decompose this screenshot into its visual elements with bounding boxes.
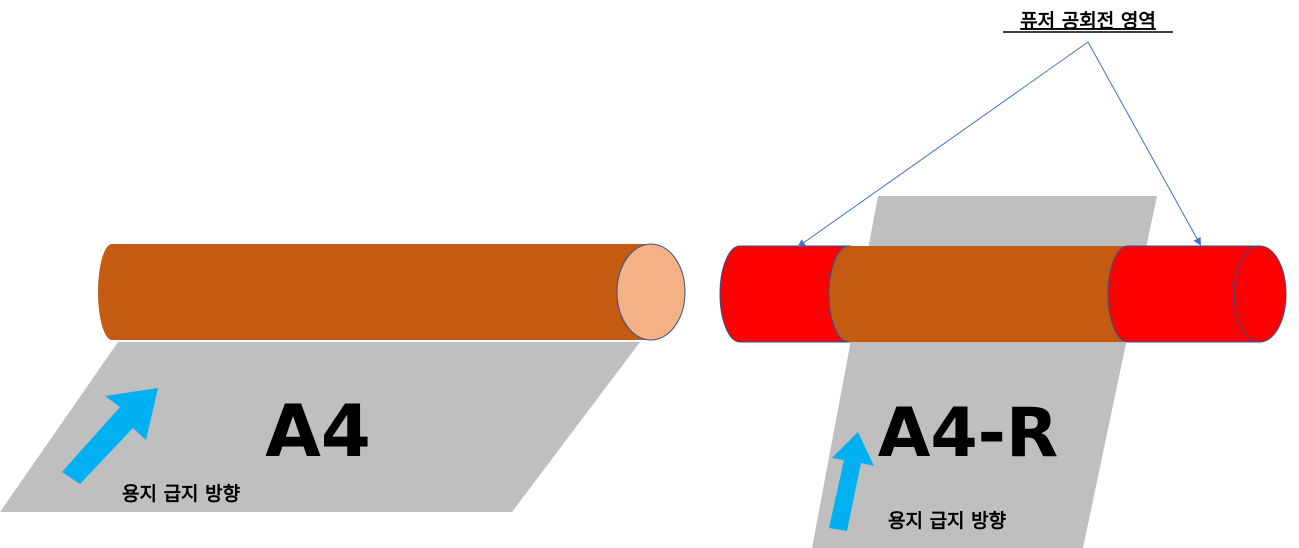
- a4-feed-direction-arrow: [62, 388, 158, 484]
- a4-roller-end-cap: [616, 243, 686, 341]
- a4r-right-idle-zone-end-cap: [1233, 245, 1287, 343]
- callout-label: 퓨저 공회전 영역: [1020, 10, 1156, 32]
- a4r-feed-direction-arrow: [829, 432, 874, 531]
- right-diagram: A4-R 용지 급지 방향 퓨저 공회전 영역: [719, 10, 1287, 548]
- a4-paper-sheet: [0, 342, 640, 512]
- a4r-paper-label: A4-R: [878, 394, 1059, 473]
- left-diagram: A4 용지 급지 방향: [0, 243, 686, 512]
- callout-line-right: [1087, 41, 1201, 246]
- a4r-feed-label: 용지 급지 방향: [888, 510, 1007, 532]
- a4r-left-idle-zone: [719, 245, 850, 343]
- callout-line-left: [797, 41, 1089, 248]
- a4r-roller-body-left-edge: [828, 245, 850, 343]
- a4-feed-label: 용지 급지 방향: [122, 483, 241, 505]
- a4r-right-idle-zone: [1107, 245, 1261, 343]
- a4-paper-label: A4: [265, 389, 371, 473]
- a4-roller-body: [98, 244, 651, 340]
- a4r-roller-body: [829, 246, 1128, 342]
